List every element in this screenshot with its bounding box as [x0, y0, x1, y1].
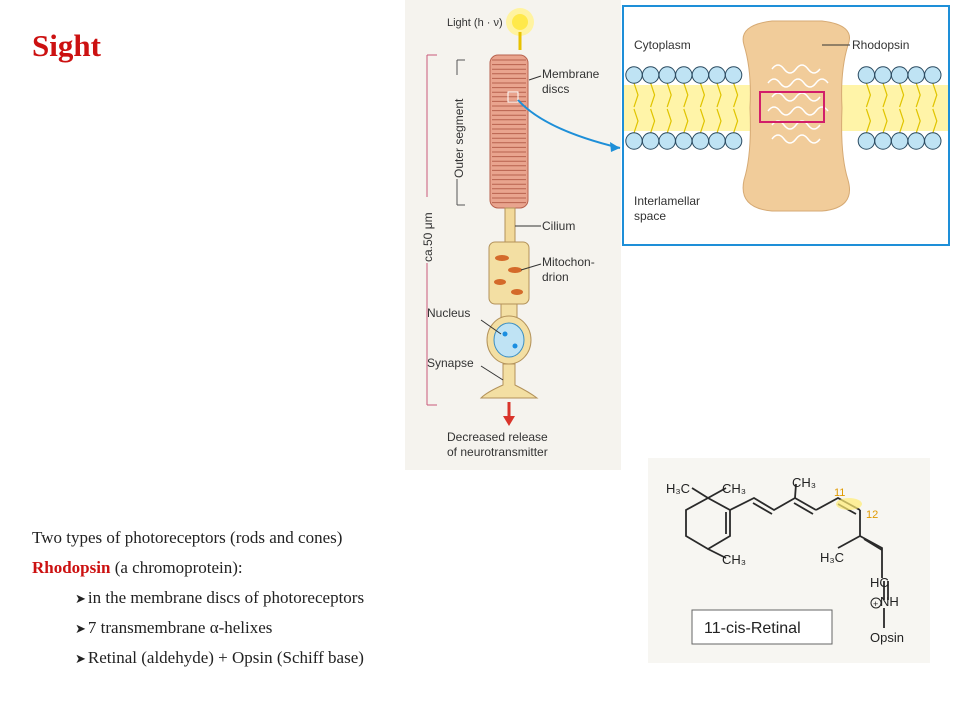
interlamellar-label: Interlamellar	[634, 194, 700, 208]
release-arrowhead-icon	[503, 416, 515, 426]
slide-title: Sight	[32, 28, 101, 63]
synapse-label: Synapse	[427, 356, 474, 370]
rhodopsin-protein	[742, 20, 850, 212]
chem-ch3-bottom: CH₃	[722, 552, 746, 567]
chem-nh: NH	[880, 594, 899, 609]
mitochondrion-label: Mitochon-	[542, 255, 595, 269]
mitochondrion	[508, 267, 522, 273]
cilium-label: Cilium	[542, 219, 575, 233]
zoom-arrowhead-icon	[610, 142, 620, 152]
chem-h3c-top: H₃C	[666, 481, 690, 496]
rod-cell-figure: Light (h · ν) ca.50 μm	[405, 0, 621, 470]
sub-bullet-1: ➤in the membrane discs of photoreceptors	[32, 583, 472, 613]
cilium	[504, 207, 516, 243]
bullet-line-2: Rhodopsin (a chromoprotein):	[32, 553, 472, 583]
body-text: Two types of photoreceptors (rods and co…	[32, 523, 472, 673]
sub-bullet-2-text: 7 transmembrane α-helixes	[87, 618, 273, 637]
bullet-arrow-icon: ➤	[75, 591, 86, 606]
retinal-caption: 11-cis-Retinal	[704, 620, 801, 637]
retinal-bonds	[685, 483, 889, 628]
chem-h3c-bottom: H₃C	[820, 550, 844, 565]
synapse	[479, 363, 539, 399]
zoom-marker	[507, 91, 519, 103]
retinal-structure: H₃C CH₃ CH₃ CH₃ H₃C 11 12 HC NH + Opsin …	[648, 458, 930, 663]
rhodopsin-term: Rhodopsin	[32, 558, 111, 577]
lipid-heads	[625, 66, 942, 150]
membrane-detail-box: Cytoplasm Rhodopsin Interlamellar space	[622, 5, 950, 246]
sub-bullet-1-text: in the membrane discs of photoreceptors	[87, 588, 365, 607]
membrane-discs-label: Membrane	[542, 67, 600, 81]
carbon-11-label: 11	[834, 487, 845, 499]
rhodopsin-desc: (a chromoprotein):	[110, 558, 243, 577]
nucleus	[493, 322, 525, 358]
sub-bullet-3: ➤Retinal (aldehyde) + Opsin (Schiff base…	[32, 643, 472, 673]
mitochondrion	[495, 255, 509, 261]
helix-loops	[767, 64, 829, 144]
interlamellar-label-2: space	[634, 209, 666, 223]
bullet-arrow-icon: ➤	[75, 621, 86, 636]
zoom-arrow	[517, 99, 621, 149]
chem-hc: HC	[870, 575, 889, 590]
cytoplasm-label: Cytoplasm	[634, 38, 691, 52]
chem-ch3-top: CH₃	[722, 481, 746, 496]
light-label: Light (h · ν)	[447, 17, 503, 29]
release-label: Decreased release	[447, 430, 548, 444]
nucleolus	[502, 331, 508, 337]
inner-segment	[488, 241, 530, 305]
opsin-label: Opsin	[870, 630, 904, 645]
sub-bullet-2: ➤7 transmembrane α-helixes	[32, 613, 472, 643]
bullet-line-1: Two types of photoreceptors (rods and co…	[32, 528, 343, 547]
lipid-tails	[633, 82, 938, 134]
bond-highlight	[836, 498, 862, 510]
membrane-discs	[492, 59, 526, 204]
mitochondrion-label-2: drion	[542, 270, 569, 284]
caption-box	[691, 609, 833, 645]
nucleus-label: Nucleus	[427, 306, 470, 320]
mitochondrion	[494, 279, 506, 285]
rhodopsin-label: Rhodopsin	[852, 38, 909, 52]
positive-charge-icon	[870, 597, 882, 609]
nucleolus	[512, 343, 518, 349]
outer-segment-label: Outer segment	[452, 98, 466, 178]
chem-plus: +	[873, 599, 878, 609]
retinal-highlight	[759, 91, 825, 123]
chem-ch3-top2: CH₃	[792, 475, 816, 490]
light-source-icon	[512, 14, 528, 30]
release-label-2: of neurotransmitter	[447, 445, 548, 459]
membrane-discs-label-2: discs	[542, 82, 569, 96]
mitochondrion	[511, 289, 523, 295]
bullet-arrow-icon: ➤	[75, 651, 86, 666]
sub-bullet-3-text: Retinal (aldehyde) + Opsin (Schiff base)	[87, 648, 364, 667]
carbon-12-label: 12	[866, 509, 878, 521]
length-label: ca.50 μm	[421, 212, 435, 262]
